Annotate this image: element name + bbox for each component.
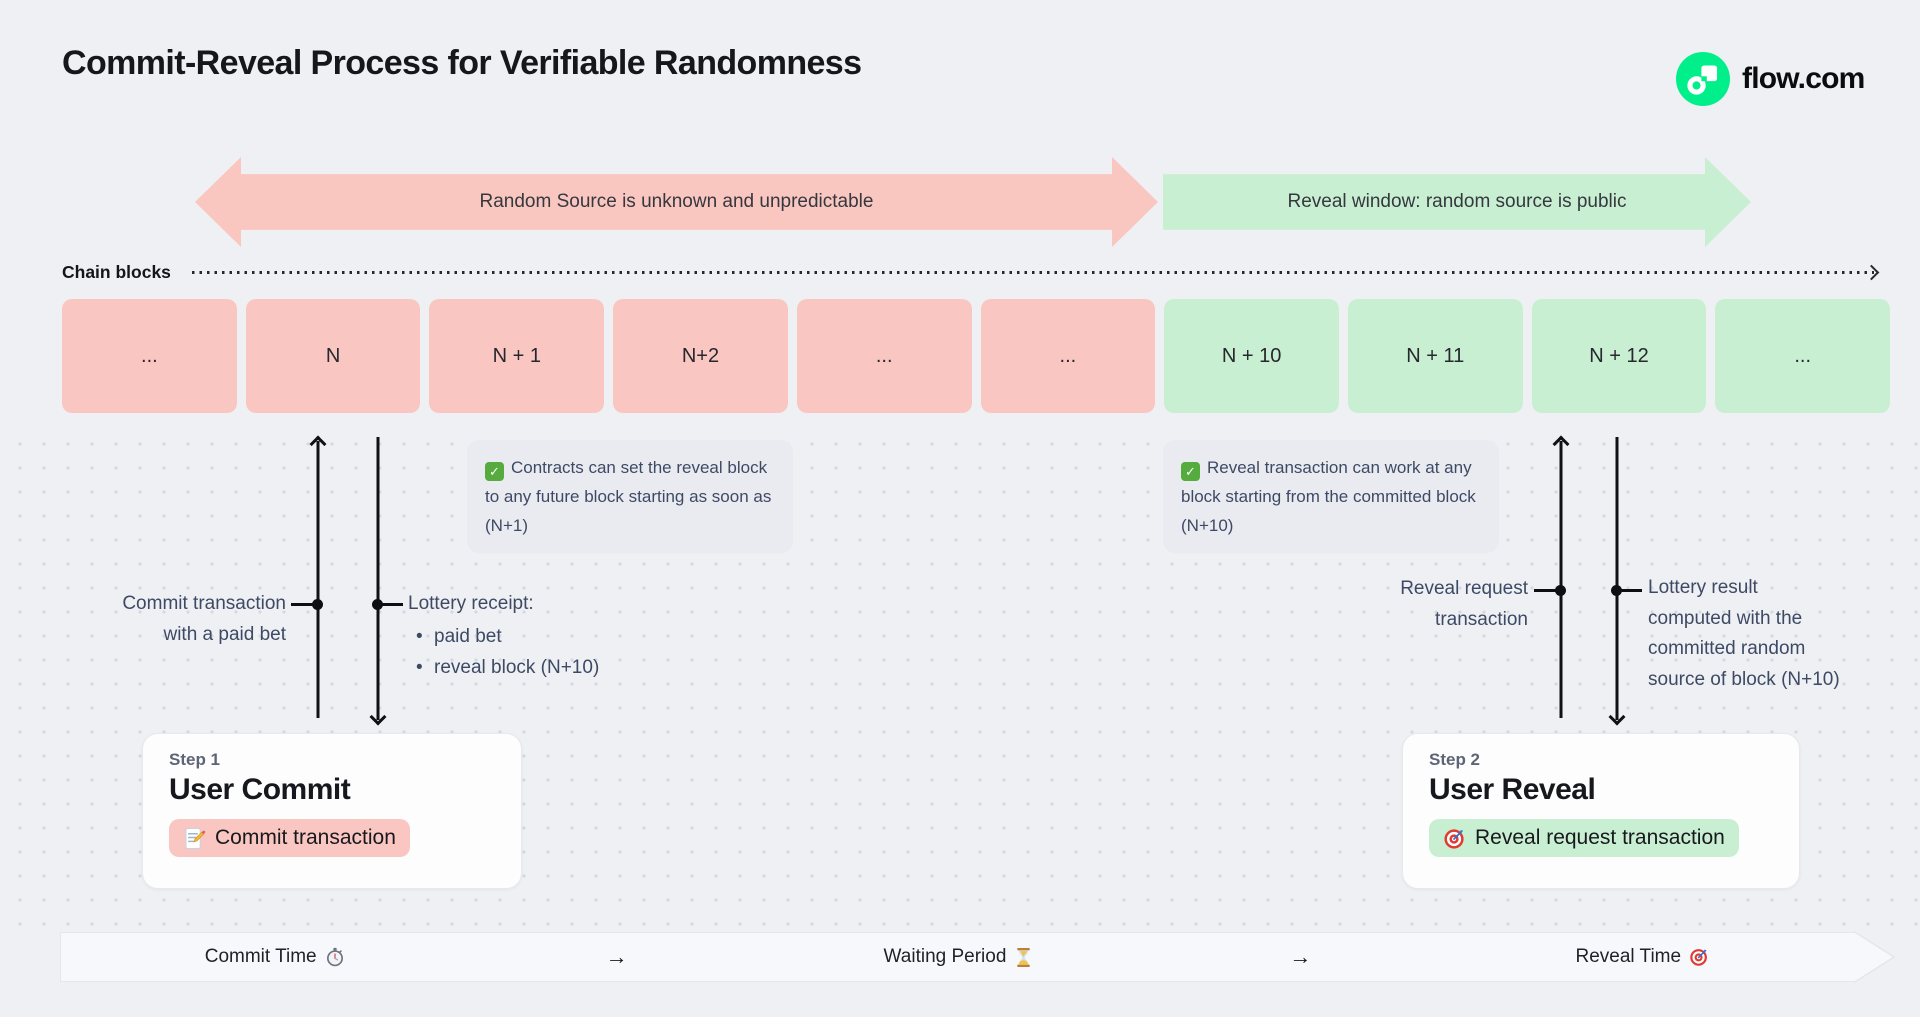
target-icon bbox=[1444, 828, 1464, 849]
chain-block: N bbox=[245, 299, 421, 413]
stopwatch-icon bbox=[326, 947, 343, 967]
commit-transaction-badge: Commit transaction bbox=[169, 819, 410, 857]
connector-line bbox=[1534, 589, 1556, 592]
step1-title: User Commit bbox=[169, 773, 351, 806]
lottery-result-label: Lottery result computed with the committ… bbox=[1648, 577, 1840, 690]
flow-brand-link[interactable]: flow.com bbox=[1676, 52, 1865, 106]
step1-eyebrow: Step 1 bbox=[169, 750, 221, 769]
reveal-request-badge: Reveal request transaction bbox=[1429, 819, 1739, 857]
reveal-phase-arrow: Reveal window: random source is public bbox=[1163, 157, 1751, 247]
reveal-request-label: Reveal request transaction bbox=[1400, 578, 1528, 630]
commit-transaction-label: Commit transaction with a paid bet bbox=[122, 593, 286, 645]
timeline-commit-time: Commit Time bbox=[61, 946, 488, 968]
arrowhead-down-icon bbox=[1608, 708, 1625, 726]
timeline-arrow: → bbox=[605, 944, 628, 969]
check-icon: ✓ bbox=[1181, 462, 1200, 481]
bullet-item: reveal block (N+10) bbox=[408, 652, 668, 683]
chain-blocks-label: Chain blocks bbox=[62, 262, 171, 282]
receipt-down-arrow bbox=[369, 437, 386, 726]
chain-blocks-row: ... N N + 1 N+2 ... ... N + 10 N + 11 N … bbox=[62, 299, 1891, 413]
commit-up-arrow bbox=[309, 435, 326, 718]
lottery-receipt-label: Lottery receipt: paid bet reveal block (… bbox=[408, 588, 668, 683]
commit-phase-arrow: Random Source is unknown and unpredictab… bbox=[195, 157, 1158, 247]
brand-wordmark: flow.com bbox=[1742, 62, 1865, 95]
connector-line bbox=[1620, 589, 1642, 592]
chain-block: ... bbox=[980, 299, 1156, 413]
chain-block: N+2 bbox=[613, 299, 788, 413]
reveal-phase-label: Reveal window: random source is public bbox=[1287, 191, 1627, 212]
chain-block: ... bbox=[1715, 299, 1891, 413]
chain-block: N + 1 bbox=[429, 299, 605, 413]
chain-dotted-line bbox=[192, 271, 1874, 274]
target-icon bbox=[1690, 949, 1707, 966]
timeline-arrow: → bbox=[1289, 944, 1312, 969]
timeline-bar: Commit Time → Waiting Period → Reveal Ti… bbox=[60, 932, 1856, 982]
timeline-waiting-period: Waiting Period bbox=[745, 946, 1172, 968]
result-down-arrow bbox=[1608, 437, 1625, 726]
connector-dot bbox=[372, 599, 383, 610]
chain-block: ... bbox=[796, 299, 972, 413]
check-icon: ✓ bbox=[485, 462, 504, 481]
reveal-note-card: ✓Reveal transaction can work at any bloc… bbox=[1163, 440, 1499, 553]
arrowhead-down-icon bbox=[369, 708, 386, 726]
memo-icon bbox=[185, 827, 206, 849]
chain-block: N + 12 bbox=[1531, 299, 1707, 413]
step2-eyebrow: Step 2 bbox=[1429, 750, 1481, 769]
connector-dot bbox=[1555, 585, 1566, 596]
chain-block: ... bbox=[62, 299, 237, 413]
step2-card: Step 2 User Reveal Reveal request transa… bbox=[1402, 733, 1800, 889]
flow-logo-icon bbox=[1676, 52, 1730, 106]
timeline-chevron-icon bbox=[1854, 930, 1896, 984]
chain-block: N + 11 bbox=[1347, 299, 1523, 413]
commit-note-card: ✓Contracts can set the reveal block to a… bbox=[467, 440, 793, 553]
reveal-note-text: Reveal transaction can work at any block… bbox=[1181, 458, 1476, 535]
commit-phase-label: Random Source is unknown and unpredictab… bbox=[479, 191, 874, 212]
step1-card: Step 1 User Commit Commit transaction bbox=[142, 733, 522, 889]
chain-arrowhead-icon bbox=[1863, 264, 1880, 281]
page-title: Commit-Reveal Process for Verifiable Ran… bbox=[62, 44, 862, 82]
chain-block: N + 10 bbox=[1164, 299, 1339, 413]
bullet-item: paid bet bbox=[408, 621, 668, 652]
commit-note-text: Contracts can set the reveal block to an… bbox=[485, 458, 772, 535]
connector-dot bbox=[312, 599, 323, 610]
reveal-up-arrow bbox=[1552, 435, 1569, 718]
connector-line bbox=[291, 603, 313, 606]
connector-line bbox=[381, 603, 403, 606]
timeline-reveal-time: Reveal Time bbox=[1429, 946, 1856, 968]
connector-dot bbox=[1611, 585, 1622, 596]
step2-title: User Reveal bbox=[1429, 773, 1596, 806]
hourglass-icon bbox=[1017, 947, 1031, 967]
